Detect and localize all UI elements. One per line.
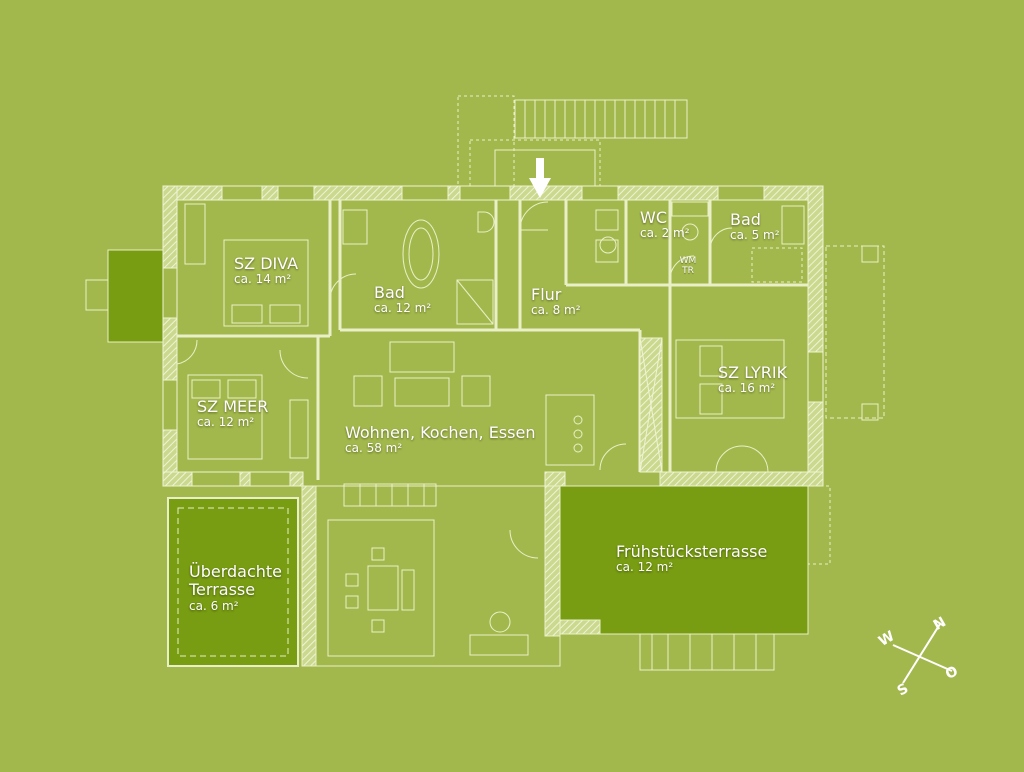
left-balcony [107, 249, 164, 343]
room-area: ca. 12 m² [374, 301, 432, 316]
room-label-sz-lyrik: SZ LYRIK ca. 16 m² [718, 363, 788, 396]
room-label-terrasse: Überdachte Terrasse ca. 6 m² [189, 562, 283, 614]
room-area: ca. 12 m² [197, 415, 255, 430]
room-label-bad-2: Bad ca. 5 m² [730, 210, 780, 243]
room-name-line2: Terrasse [189, 580, 256, 600]
room-name: SZ MEER [197, 397, 269, 416]
room-area: ca. 6 m² [189, 598, 239, 613]
room-name: Bad [730, 210, 761, 229]
room-area: ca. 14 m² [234, 272, 292, 287]
room-label-wohnen: Wohnen, Kochen, Essen ca. 58 m² [345, 423, 536, 456]
covered-terrace [167, 497, 299, 667]
room-name: Frühstücksterrasse [616, 542, 768, 561]
room-label-sz-diva: SZ DIVA ca. 14 m² [234, 254, 299, 287]
room-name: Bad [374, 283, 405, 302]
room-area: ca. 8 m² [531, 303, 581, 318]
room-name: SZ LYRIK [718, 363, 788, 382]
room-name: SZ DIVA [234, 254, 299, 273]
room-area: ca. 2 m² [640, 226, 690, 241]
room-area: ca. 12 m² [616, 560, 674, 575]
appliance-wm-label: WM [679, 256, 697, 266]
room-area: ca. 16 m² [718, 381, 776, 396]
room-area: ca. 5 m² [730, 228, 780, 243]
room-label-bad-1: Bad ca. 12 m² [374, 283, 432, 316]
appliance-tr-label: TR [682, 266, 694, 276]
room-name-line1: Überdachte [189, 562, 283, 581]
room-name: Wohnen, Kochen, Essen [345, 423, 536, 442]
room-label-sz-meer: SZ MEER ca. 12 m² [197, 397, 269, 430]
room-label-wc: WC ca. 2 m² [640, 208, 690, 241]
entrance-stairs [457, 95, 688, 187]
compass-rose [892, 623, 953, 684]
furniture [184, 201, 885, 671]
room-area: ca. 58 m² [345, 441, 403, 456]
door-swings [176, 201, 769, 559]
room-name: WC [640, 208, 667, 227]
breakfast-terrace [559, 485, 809, 635]
room-label-flur: Flur ca. 8 m² [531, 285, 581, 318]
room-label-fruehstueck: Frühstücksterrasse ca. 12 m² [616, 542, 768, 575]
entrance-arrow [529, 158, 551, 198]
room-name: Flur [531, 285, 562, 304]
